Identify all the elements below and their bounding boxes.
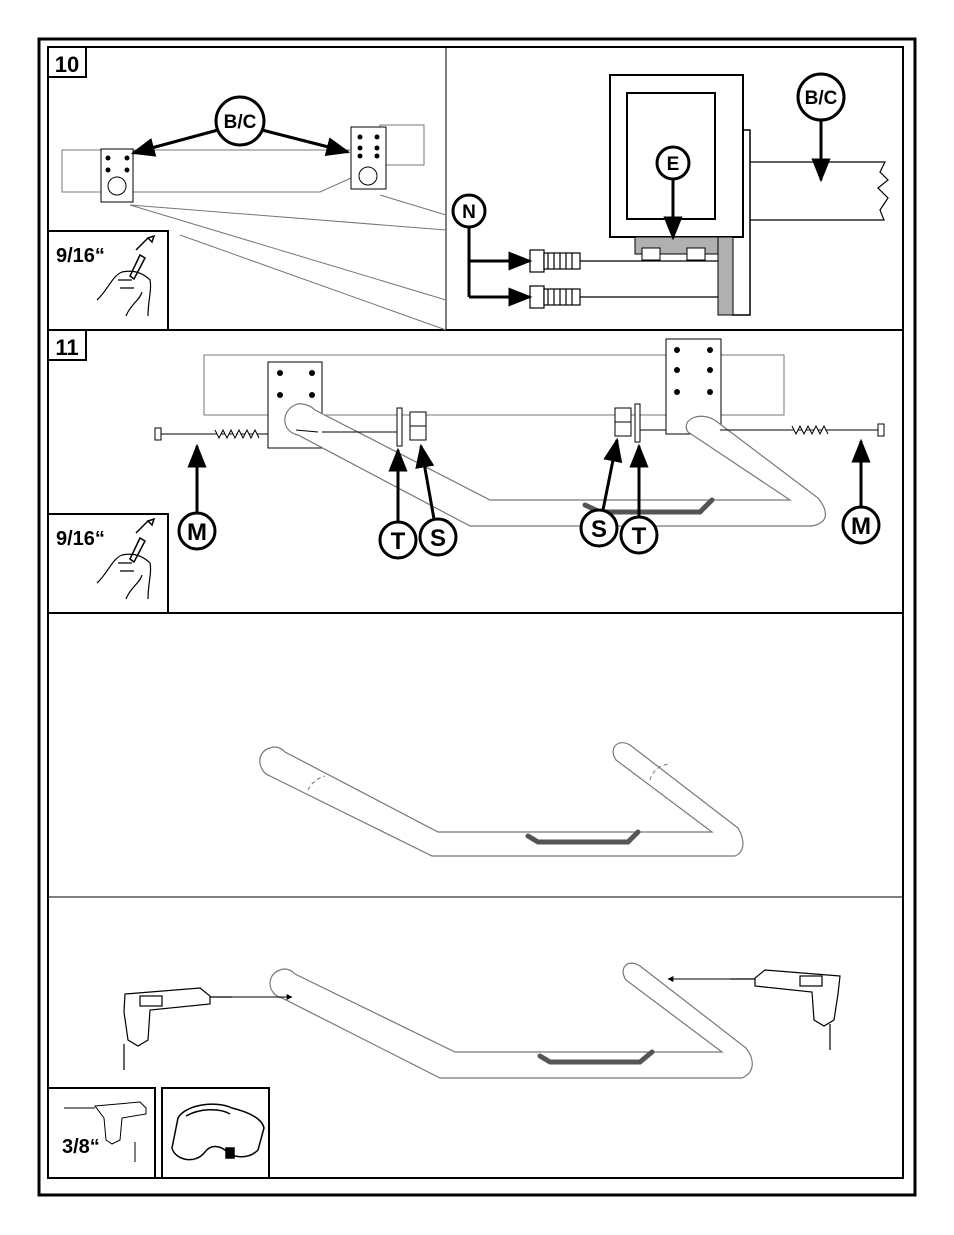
bracket-left bbox=[101, 149, 133, 202]
bolt-lower bbox=[530, 286, 718, 308]
panel-tube-view bbox=[260, 743, 743, 856]
drill-icon bbox=[124, 988, 232, 1070]
callout-t-right-label: T bbox=[632, 523, 647, 550]
callout-m-left-label: M bbox=[187, 519, 207, 546]
callout-n-label: N bbox=[462, 202, 476, 223]
wrench-size-11: 9/16“ bbox=[56, 528, 105, 550]
tube-view bbox=[260, 743, 743, 856]
panel-11: 11 bbox=[48, 330, 884, 613]
callout-s-right-label: S bbox=[591, 516, 607, 543]
callout-bc-arrow-right bbox=[262, 130, 348, 152]
frame-crosssection bbox=[610, 75, 888, 315]
bracket-right bbox=[351, 127, 386, 189]
panel-drilling: 3/8“ bbox=[48, 963, 840, 1178]
step-number-11: 11 bbox=[55, 335, 78, 360]
step-number-10: 10 bbox=[55, 52, 79, 77]
callout-e-label: E bbox=[667, 154, 680, 175]
callout-t-left-label: T bbox=[391, 528, 406, 555]
bolt-right-11 bbox=[720, 424, 884, 436]
wrench-size-10: 9/16“ bbox=[56, 245, 105, 267]
callout-bc-label: B/C bbox=[224, 112, 257, 133]
callout-m-right-label: M bbox=[851, 513, 871, 540]
callout-bc-right-label: B/C bbox=[805, 88, 838, 109]
bolt-left-11 bbox=[155, 428, 268, 440]
panel-10: 10 B/C 9/16“ bbox=[48, 47, 888, 330]
drill-bit-size: 3/8“ bbox=[62, 1136, 100, 1158]
drill-icon bbox=[730, 970, 840, 1050]
tube-11 bbox=[285, 404, 826, 526]
callout-s-left-label: S bbox=[430, 525, 446, 552]
bracket-plate-gray bbox=[635, 237, 733, 315]
tool-box-drill bbox=[48, 1088, 155, 1178]
tube-drill bbox=[270, 963, 752, 1078]
